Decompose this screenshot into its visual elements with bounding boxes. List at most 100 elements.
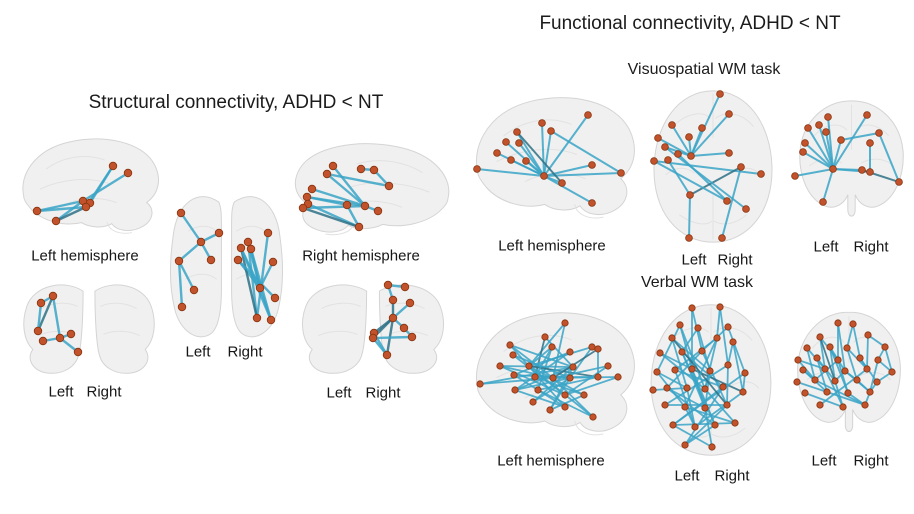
connectivity-node [515, 139, 523, 147]
connectivity-node [529, 398, 537, 406]
connectivity-node [794, 356, 802, 364]
connectivity-edge [514, 351, 571, 391]
connectivity-node [506, 341, 514, 349]
connectivity-edge [840, 132, 880, 141]
connectivity-nodes [649, 303, 749, 451]
connectivity-edges [479, 322, 619, 418]
connectivity-node [804, 124, 812, 132]
connectivity-node [888, 368, 896, 376]
connectivity-node [356, 164, 366, 174]
connectivity-node [839, 403, 847, 411]
connectivity-edge [804, 142, 834, 170]
connectivity-node [881, 343, 889, 351]
connectivity-node [674, 150, 682, 158]
connectivity-edge [878, 132, 900, 183]
connectivity-edge [672, 424, 713, 448]
connectivity-node [661, 401, 669, 409]
connectivity-node [826, 343, 834, 351]
connectivity-node [723, 197, 731, 205]
connectivity-node [525, 362, 533, 370]
connectivity-node [513, 128, 521, 136]
connectivity-node [66, 329, 76, 339]
connectivity-edge [54, 205, 88, 223]
connectivity-edge [667, 159, 691, 196]
connectivity-node [561, 391, 569, 399]
connectivity-node [589, 413, 597, 421]
connectivity-node [701, 404, 709, 412]
connectivity-node [757, 170, 765, 178]
connectivity-node [741, 369, 749, 377]
connectivity-nodes [476, 319, 622, 421]
connectivity-edge [246, 240, 259, 320]
brain-outline [654, 91, 772, 242]
connectivity-node [663, 384, 671, 392]
connectivity-edges [652, 306, 746, 448]
connectivity-node [706, 367, 714, 375]
caption-visuospatial-coronal-right: Right [853, 238, 889, 256]
connectivity-nodes [650, 90, 765, 242]
connectivity-node [263, 228, 273, 238]
connectivity-node [683, 384, 691, 392]
connectivity-node [384, 181, 394, 191]
connectivity-node [691, 423, 699, 431]
connectivity-node [369, 165, 379, 175]
connectivity-node [688, 365, 696, 373]
connectivity-node [255, 283, 265, 293]
connectivity-edge [552, 348, 599, 379]
connectivity-node [604, 362, 612, 370]
connectivity-node [819, 198, 827, 206]
connectivity-node [594, 345, 602, 353]
connectivity-edge [301, 206, 361, 229]
visuospatial-axial-brain [646, 86, 780, 247]
cerebellum-line [326, 224, 354, 234]
connectivity-node [816, 401, 824, 409]
connectivity-node [196, 237, 206, 247]
brain-silhouette [23, 139, 159, 233]
structural-coronal-left-brain [15, 276, 163, 384]
connectivity-edge [684, 424, 716, 446]
verbal-task-label: Verbal WM task [640, 274, 754, 291]
verbal-axial-brain-svg [649, 303, 779, 460]
connectivity-node [653, 368, 661, 376]
connectivity-node [502, 138, 510, 146]
connectivity-node [813, 354, 821, 362]
connectivity-node [861, 401, 869, 409]
connectivity-edge [837, 322, 846, 372]
connectivity-node [686, 191, 694, 199]
connectivity-node [841, 367, 849, 375]
connectivity-node [177, 302, 187, 312]
connectivity-node [531, 373, 539, 381]
connectivity-node [511, 386, 519, 394]
connectivity-node [540, 172, 548, 180]
connectivity-node [698, 347, 706, 355]
connectivity-node [388, 313, 398, 323]
visuospatial-coronal-brain-svg [791, 94, 913, 232]
connectivity-node [268, 257, 278, 267]
connectivity-edge [331, 164, 367, 208]
connectivity-edge [543, 175, 593, 204]
structural-axial-brain-svg [163, 183, 290, 343]
connectivity-node [687, 152, 695, 160]
connectivity-node [33, 326, 43, 336]
brain-outline [295, 144, 449, 232]
brain-silhouette [170, 197, 282, 337]
connectivity-edge [36, 301, 43, 333]
connectivity-node [509, 351, 517, 359]
connectivity-edge [518, 142, 545, 177]
connectivity-node [108, 161, 118, 171]
connectivity-nodes [174, 208, 280, 325]
connectivity-node [661, 143, 669, 151]
connectivity-node [895, 178, 903, 186]
connectivity-nodes [298, 161, 394, 232]
connectivity-node [671, 366, 679, 374]
connectivity-node [580, 391, 588, 399]
connectivity-node [831, 377, 839, 385]
connectivity-node [81, 202, 91, 212]
connectivity-node [233, 255, 243, 265]
connectivity-edge [826, 391, 866, 406]
caption-visuospatial-axial-right: Right [717, 251, 753, 269]
connectivity-node [713, 334, 721, 342]
connectivity-node [174, 256, 184, 266]
connectivity-edge [305, 195, 349, 207]
connectivity-node [649, 386, 657, 394]
